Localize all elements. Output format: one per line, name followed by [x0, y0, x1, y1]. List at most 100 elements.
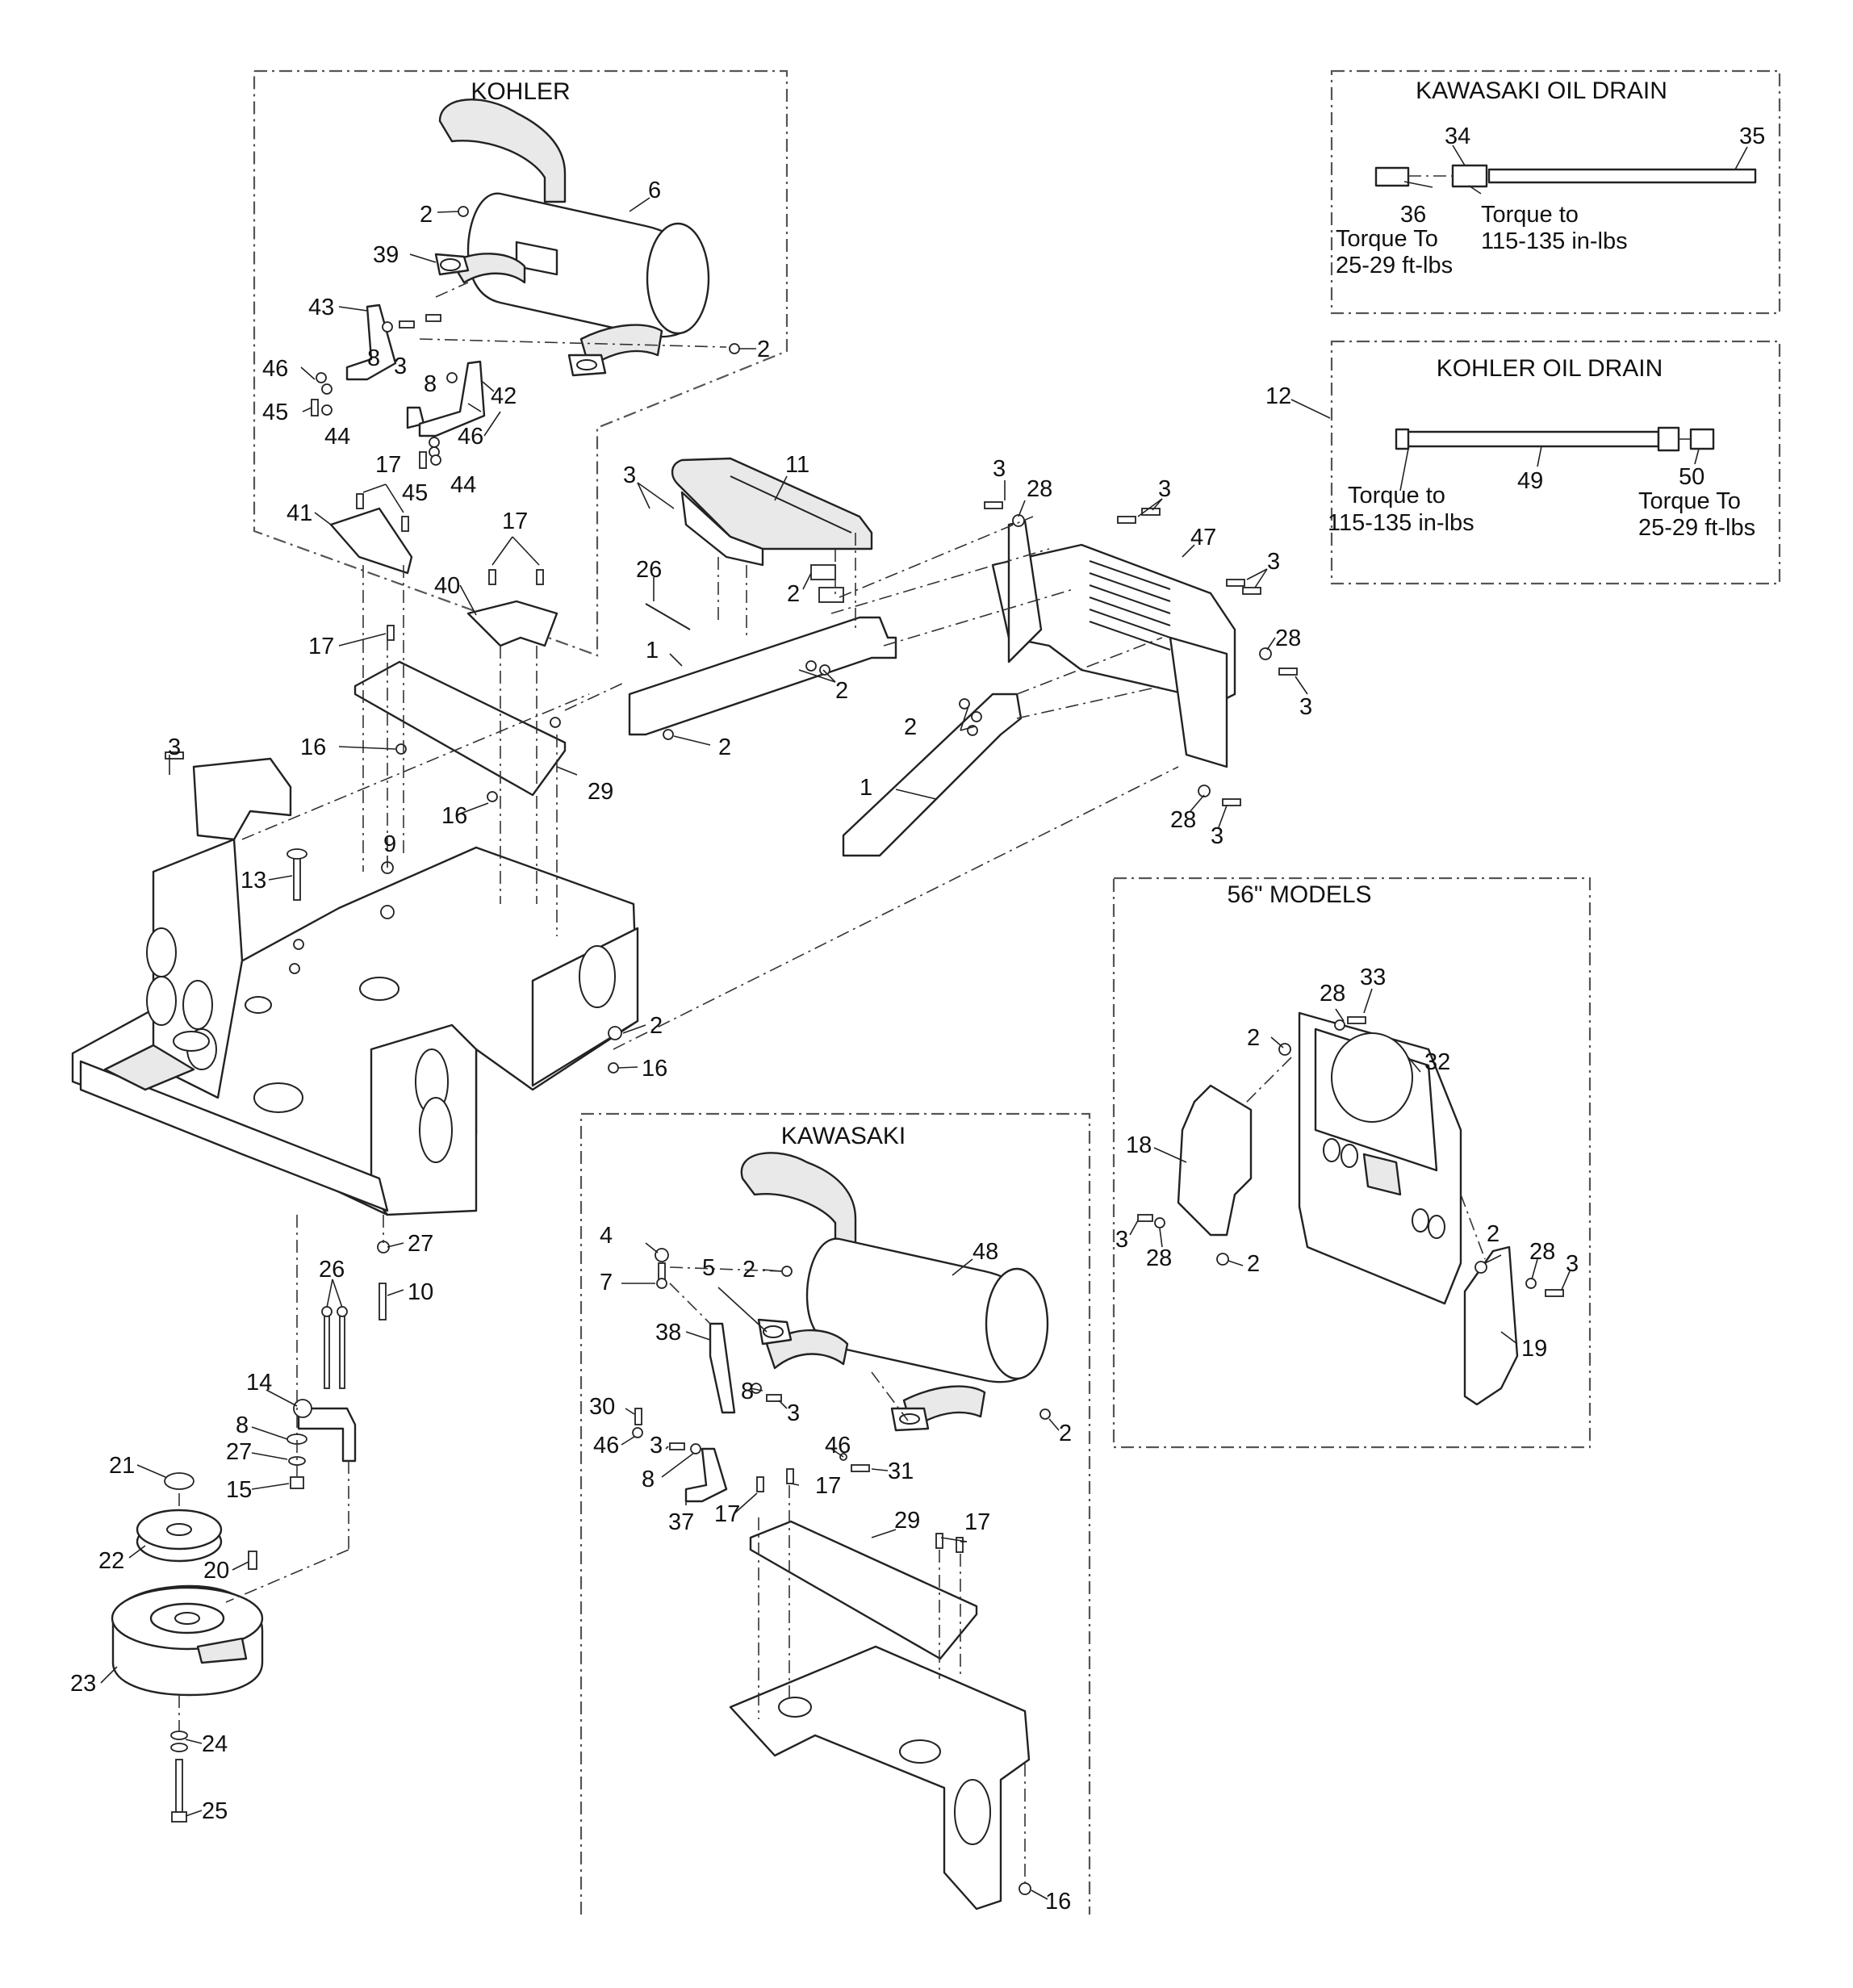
callout-11: 11	[785, 452, 809, 478]
models-56-bracket-18-icon	[1137, 1016, 1366, 1266]
callout-2: 2	[1247, 1251, 1260, 1277]
callout-28: 28	[1027, 476, 1052, 502]
bumper-bar-1-icon	[628, 564, 897, 740]
callout-32: 32	[1424, 1049, 1450, 1075]
callout-20: 20	[203, 1558, 229, 1584]
callout-21: 21	[109, 1453, 135, 1479]
callout-4: 4	[600, 1223, 613, 1249]
electric-clutch-icon	[111, 1584, 264, 1697]
callout-17: 17	[964, 1509, 990, 1535]
note-36-line2: 25-29 ft-lbs	[1336, 253, 1453, 278]
note-kohler-left-line1: Torque to	[1348, 483, 1445, 509]
kawasaki-section-box: KAWASAKI	[579, 1112, 1091, 1915]
callout-17: 17	[815, 1473, 841, 1499]
callout-12: 12	[1265, 383, 1291, 409]
callout-8: 8	[642, 1467, 655, 1492]
callout-50: 50	[1679, 464, 1705, 490]
callout-labels: 6 2 39 43 2 8 3 8 46 42 45 44 46 17 45 4…	[70, 123, 1765, 1915]
callout-3: 3	[1299, 694, 1312, 720]
callout-41: 41	[287, 500, 312, 526]
callout-3: 3	[168, 735, 181, 760]
torque-notes: Torque To 25-29 ft-lbs Torque to 115-135…	[1328, 202, 1755, 541]
callout-28: 28	[1170, 807, 1196, 833]
callout-35: 35	[1739, 123, 1765, 149]
callout-9: 9	[383, 831, 396, 857]
callout-33: 33	[1360, 965, 1386, 990]
callout-3: 3	[1115, 1227, 1128, 1253]
callout-3: 3	[1211, 823, 1223, 849]
muffler-plate-29-icon	[353, 625, 567, 802]
callout-2: 2	[835, 678, 848, 704]
callout-13: 13	[241, 868, 266, 894]
callout-8: 8	[741, 1379, 754, 1404]
callout-8: 8	[367, 345, 380, 371]
callout-1: 1	[646, 638, 659, 663]
callout-3: 3	[993, 456, 1006, 482]
callout-44: 44	[450, 472, 476, 498]
kohler-oil-drain-box: KOHLER OIL DRAIN	[1330, 340, 1781, 585]
note-50-line1: Torque To	[1638, 488, 1741, 514]
callout-16: 16	[1045, 1889, 1071, 1915]
callout-39: 39	[373, 242, 399, 268]
note-34-line2: 115-135 in-lbs	[1481, 228, 1628, 254]
callout-45: 45	[262, 400, 288, 425]
callout-22: 22	[98, 1548, 124, 1574]
callout-28: 28	[1320, 981, 1345, 1007]
kohler-section-box: KOHLER	[253, 69, 788, 657]
callout-3: 3	[1267, 549, 1280, 575]
kawasaki-muffler-icon	[740, 1152, 1049, 1432]
callout-46: 46	[262, 356, 288, 382]
kawasaki-brackets-icon	[632, 1248, 1051, 1503]
note-34-line1: Torque to	[1481, 202, 1579, 228]
callout-29: 29	[588, 779, 613, 805]
leader-lines	[100, 144, 1748, 1900]
callout-18: 18	[1126, 1132, 1152, 1158]
callout-37: 37	[668, 1509, 694, 1535]
callout-2: 2	[718, 735, 731, 760]
callout-2: 2	[1059, 1421, 1072, 1446]
callout-46: 46	[458, 424, 483, 450]
callout-36: 36	[1400, 202, 1426, 228]
callout-10: 10	[408, 1279, 433, 1305]
models-56-plate-32-icon	[1298, 1011, 1462, 1305]
callout-19: 19	[1521, 1336, 1547, 1362]
callout-3: 3	[787, 1400, 800, 1426]
callout-34: 34	[1445, 123, 1470, 149]
rear-guard-47-icon	[991, 519, 1236, 768]
callout-27: 27	[226, 1439, 252, 1465]
kohler-oil-drain-icon	[1395, 426, 1715, 452]
callout-2: 2	[757, 337, 770, 362]
callout-46: 46	[593, 1433, 619, 1459]
kohler-heat-shield-41-icon	[329, 493, 413, 575]
callout-3: 3	[1566, 1251, 1579, 1277]
kawasaki-title: KAWASAKI	[781, 1123, 906, 1149]
callout-17: 17	[502, 509, 528, 534]
clutch-bolt-icon	[170, 1731, 188, 1823]
callout-3: 3	[1158, 476, 1171, 502]
models-56-title: 56" MODELS	[1227, 881, 1371, 908]
note-kohler-left-line2: 115-135 in-lbs	[1328, 510, 1474, 536]
models-56-box: 56" MODELS	[1112, 877, 1592, 1449]
callout-47: 47	[1190, 525, 1216, 550]
callout-2: 2	[787, 581, 800, 607]
callout-30: 30	[589, 1394, 615, 1420]
callout-43: 43	[308, 295, 334, 320]
callout-24: 24	[202, 1731, 228, 1757]
callout-6: 6	[648, 178, 661, 203]
callout-2: 2	[650, 1013, 663, 1039]
callout-14: 14	[246, 1370, 272, 1396]
callout-25: 25	[202, 1798, 228, 1824]
callout-16: 16	[441, 803, 467, 829]
callout-31: 31	[888, 1459, 914, 1484]
callout-48: 48	[973, 1239, 998, 1265]
callout-1: 1	[860, 775, 872, 801]
kohler-heat-shield-40-icon	[466, 569, 558, 647]
idler-arm-14-icon	[293, 1399, 357, 1463]
kawasaki-frame-icon	[729, 1645, 1031, 1911]
engine-frame-icon	[71, 751, 639, 1216]
callout-49: 49	[1517, 468, 1543, 494]
shield-11-icon	[671, 457, 873, 567]
callout-26: 26	[636, 557, 662, 583]
rear-hardware-icon	[645, 501, 1298, 806]
